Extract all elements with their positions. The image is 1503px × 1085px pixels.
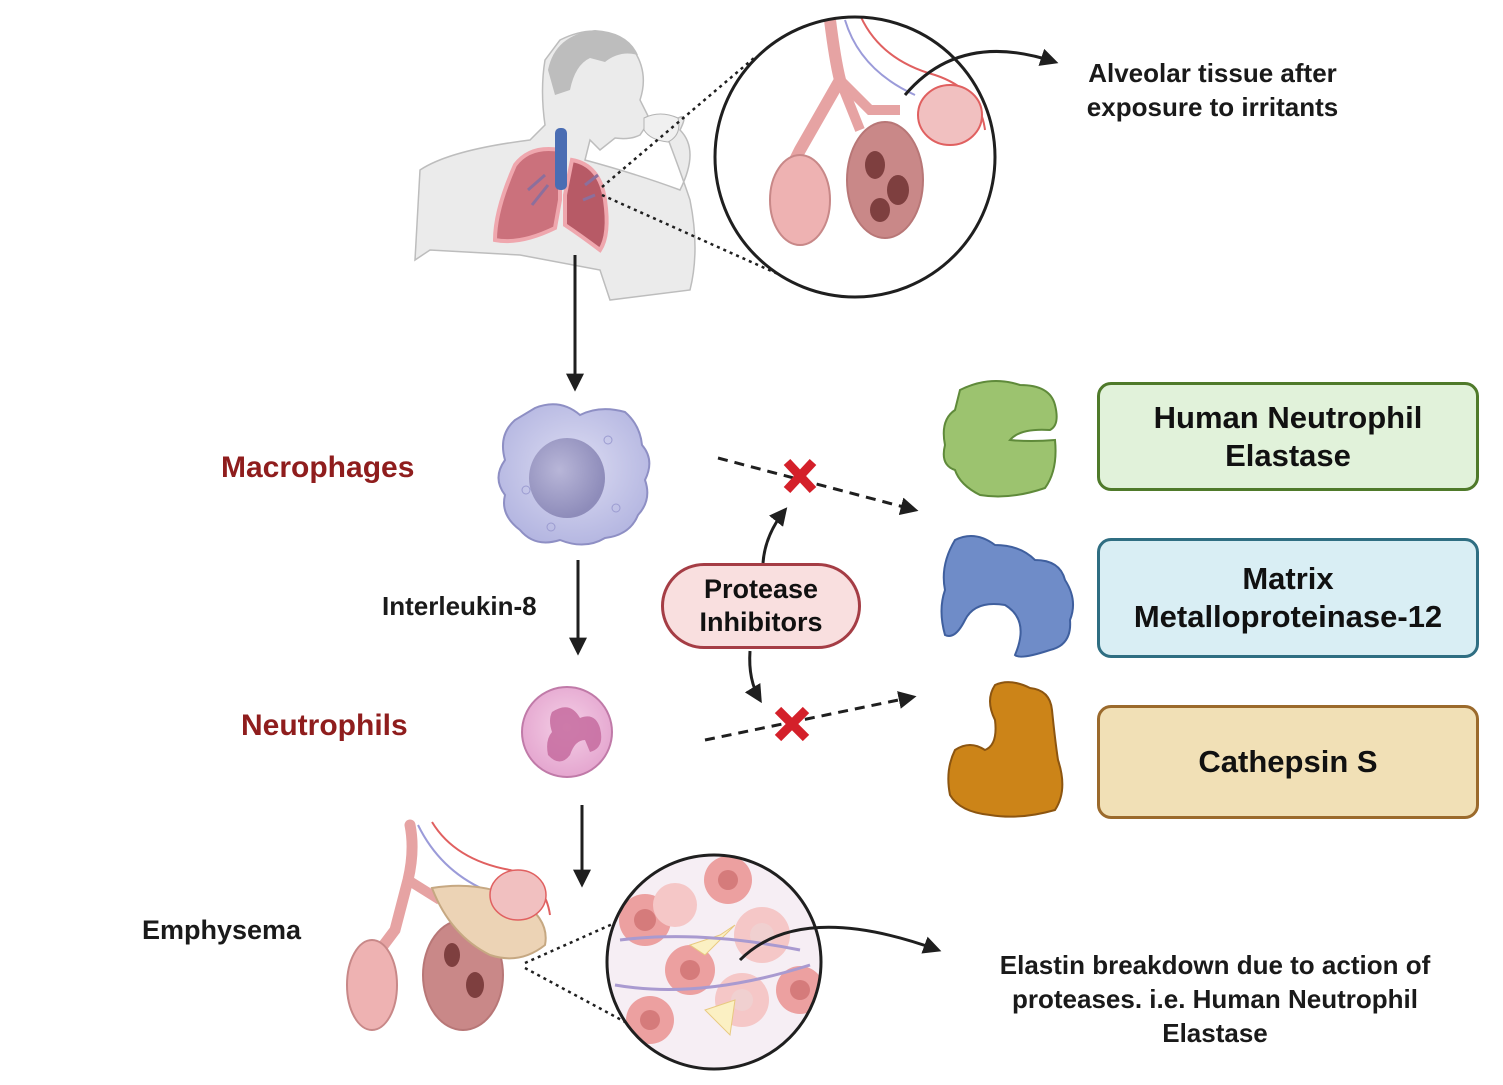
blocked-arrow-macrophage bbox=[717, 456, 919, 516]
pill-line: Inhibitors bbox=[699, 607, 823, 637]
mmp12-protein-icon bbox=[940, 535, 1075, 658]
macrophage-cell-icon bbox=[497, 403, 651, 546]
protease-inhibitors-pill: Protease Inhibitors bbox=[661, 563, 861, 649]
alveolar-tissue-note: Alveolar tissue after exposure to irrita… bbox=[1040, 56, 1385, 124]
elastin-breakdown-note: Elastin breakdown due to action of prote… bbox=[975, 948, 1455, 1050]
blocked-arrow-neutrophil bbox=[704, 691, 917, 742]
inhibitor-arrow-down bbox=[744, 650, 762, 704]
elastin-tissue-zoom-circle bbox=[605, 853, 823, 1071]
alveoli-zoom-circle bbox=[713, 15, 997, 299]
inhibitor-arrow-up bbox=[761, 507, 788, 564]
box-line: Matrix bbox=[1242, 561, 1334, 596]
box-line: Elastase bbox=[1225, 437, 1351, 473]
box-line: Human Neutrophil bbox=[1153, 399, 1423, 435]
mmp12-box: Matrix Metalloproteinase-12 bbox=[1097, 538, 1479, 658]
cathepsin-protein-icon bbox=[947, 681, 1064, 818]
block-x-icon bbox=[783, 458, 817, 494]
box-line: Cathepsin S bbox=[1198, 744, 1378, 779]
block-x-icon bbox=[774, 706, 810, 742]
coughing-person-illustration bbox=[414, 30, 696, 301]
curved-arrow bbox=[738, 925, 942, 962]
zoom-line bbox=[601, 57, 755, 188]
elastase-box: Human Neutrophil Elastase bbox=[1097, 382, 1479, 491]
pill-line: Protease bbox=[703, 574, 819, 604]
elastase-protein-icon bbox=[942, 380, 1058, 498]
emphysema-alveoli-illustration bbox=[346, 819, 551, 1031]
macrophages-label: Macrophages bbox=[221, 451, 415, 484]
box-line: Metalloproteinase-12 bbox=[1133, 599, 1443, 634]
note-line: Alveolar tissue after bbox=[1088, 58, 1337, 88]
zoom-line bbox=[524, 966, 641, 1032]
note-line: proteases. i.e. Human Neutrophil bbox=[1012, 984, 1418, 1014]
interleukin-label: Interleukin-8 bbox=[382, 591, 537, 621]
note-line: exposure to irritants bbox=[1086, 92, 1339, 122]
note-line: Elastase bbox=[1162, 1018, 1268, 1048]
cathepsin-box: Cathepsin S bbox=[1097, 705, 1479, 819]
emphysema-label: Emphysema bbox=[142, 915, 302, 945]
note-line: Elastin breakdown due to action of bbox=[999, 950, 1431, 980]
neutrophils-label: Neutrophils bbox=[241, 709, 408, 742]
neutrophil-cell-icon bbox=[521, 686, 613, 778]
curved-arrow bbox=[903, 48, 1059, 96]
